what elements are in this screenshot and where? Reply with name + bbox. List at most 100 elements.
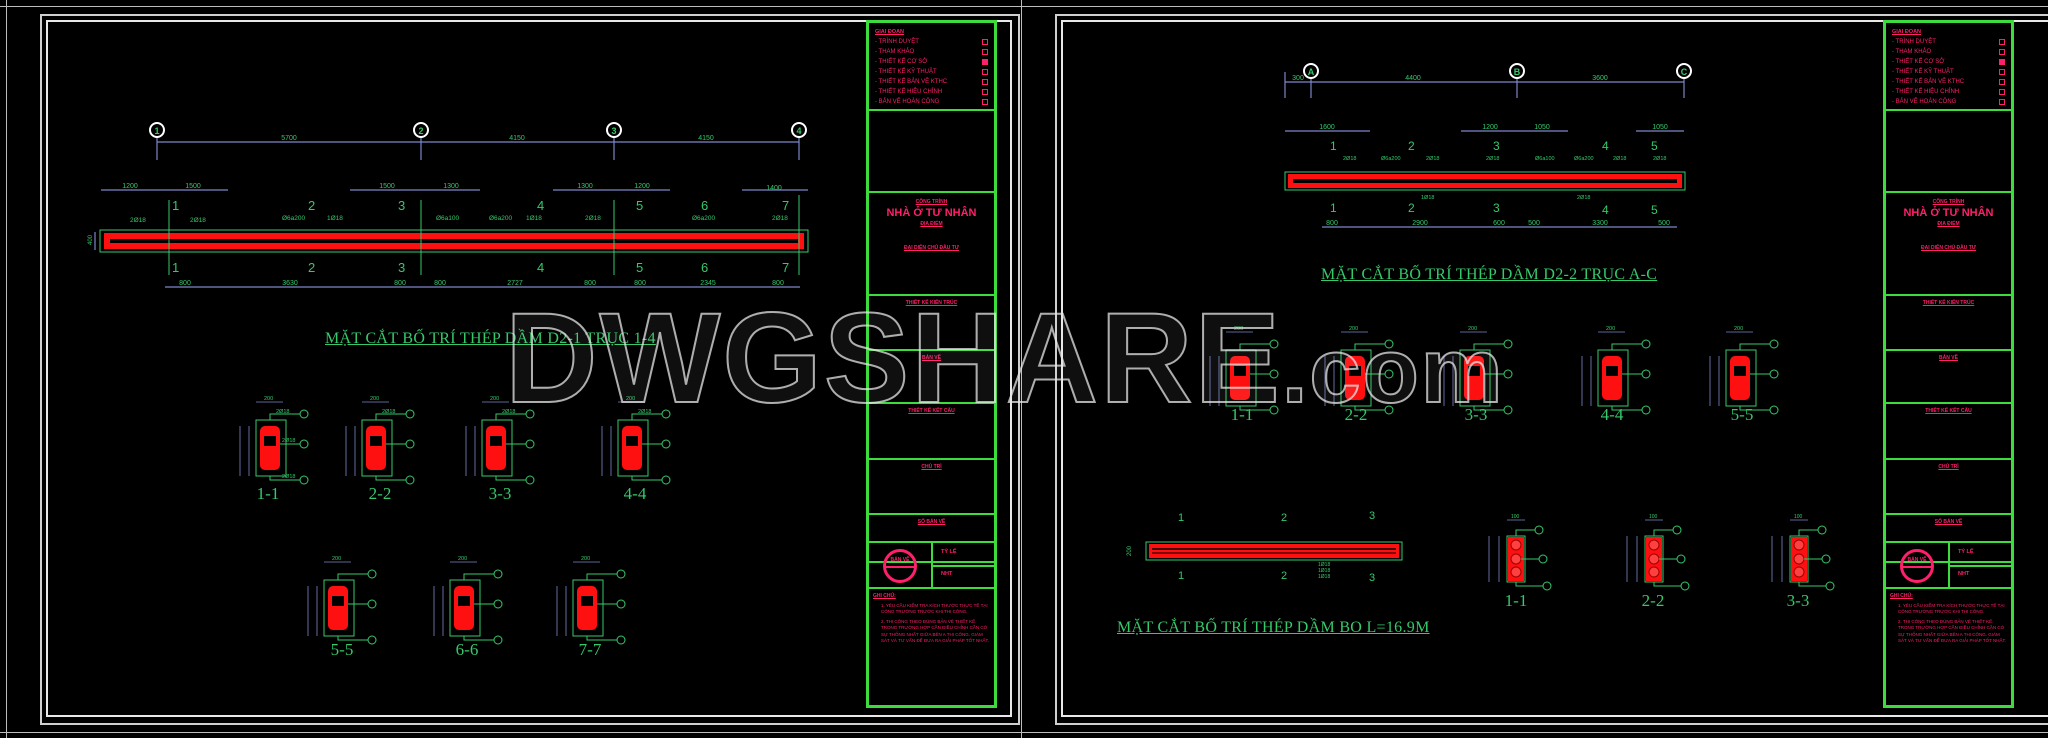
checkbox-icon[interactable] <box>1999 79 2005 85</box>
section-bot-rebar: 2Ø18 <box>282 474 295 480</box>
bottom-dim: 800 <box>634 280 646 287</box>
note-item: 1. YÊU CẦU KIỂM TRA KÍCH THƯỚC THỰC TẾ T… <box>881 602 988 615</box>
stage-item[interactable]: - THIẾT KẾ KỸ THUẬT <box>875 67 988 77</box>
stage-item[interactable]: - TRÌNH DUYỆT <box>875 37 988 47</box>
checkbox-icon[interactable] <box>1999 89 2005 95</box>
axis-3-label: 3 <box>611 126 616 136</box>
section-top-rebar: 2Ø18 <box>502 409 515 415</box>
section-mark: 3 <box>1369 572 1375 584</box>
section-width: 200 <box>626 396 635 402</box>
notes-header: GHI CHÚ: <box>1890 593 1913 599</box>
stage-item[interactable]: - THAM KHẢO <box>875 47 988 57</box>
stage-item[interactable]: - TRÌNH DUYỆT <box>1892 37 2005 47</box>
rebar-label: 2Ø18 <box>190 217 206 224</box>
stage-item[interactable]: - THIẾT KẾ KỸ THUẬT <box>1892 67 2005 77</box>
drawing-stamp-icon: BẢN VẼ <box>1900 549 1934 583</box>
stage-item[interactable]: - THIẾT KẾ HIỆU CHỈNH <box>1892 87 2005 97</box>
checkbox-icon[interactable] <box>982 79 988 85</box>
section-label-5-5: 5-5 <box>330 640 354 659</box>
axis-c-label: C <box>1681 67 1688 77</box>
checkbox-icon[interactable] <box>1999 39 2005 45</box>
approved-label: CHỦ TRÌ <box>921 464 942 470</box>
stage-header: GIAI ĐOẠN <box>875 29 905 35</box>
section-mark: 2 <box>308 260 315 275</box>
tb-drawing-section: BẢN VẼ <box>869 351 994 404</box>
stage-item[interactable]: - BẢN VẼ HOÀN CÔNG <box>875 97 988 107</box>
section-mark: 3 <box>398 198 405 213</box>
checkbox-icon[interactable] <box>1999 69 2005 75</box>
span-dim: 4400 <box>1405 75 1421 82</box>
bottom-dim: 500 <box>1528 220 1540 227</box>
rebar-label: Ø6a200 <box>1381 156 1401 162</box>
stage-item[interactable]: - THIẾT KẾ CƠ SỞ <box>875 57 988 67</box>
sheet-left-outer-frame <box>40 14 1020 725</box>
tb-project-section: CÔNG TRÌNH NHÀ Ở TƯ NHÂN ĐỊA ĐIỂM ĐẠI DI… <box>869 193 994 296</box>
stage-item[interactable]: - BẢN VẼ HOÀN CÔNG <box>1892 97 2005 107</box>
section-mark: 3 <box>1493 201 1500 215</box>
checkbox-icon[interactable] <box>982 69 988 75</box>
location-label: ĐỊA ĐIỂM <box>1937 221 1960 227</box>
checkbox-icon[interactable] <box>982 39 988 45</box>
title-bo-beam: MẶT CẮT BỐ TRÍ THÉP DẦM BO L=16.9M <box>1117 619 1430 636</box>
section-mark: 6 <box>701 260 708 275</box>
stage-item[interactable]: - THAM KHẢO <box>1892 47 2005 57</box>
section-label-r-3-3: 3-3 <box>1464 405 1488 424</box>
rebar-label: 1Ø18 <box>1318 574 1330 580</box>
rebar-label: 2Ø18 <box>1343 156 1356 162</box>
section-mark: 4 <box>537 198 544 213</box>
rebar-label: 1Ø18 <box>1421 195 1434 201</box>
note-item: 2. THI CÔNG THEO ĐÚNG BẢN VẼ THIẾT KẾ. T… <box>881 618 990 644</box>
rebar-label: 2Ø18 <box>130 217 146 224</box>
checkbox-checked-icon[interactable] <box>982 59 988 65</box>
bottom-dim: 2727 <box>507 280 523 287</box>
bottom-dim: 2900 <box>1412 220 1428 227</box>
rebar-label: Ø6a100 <box>1535 156 1555 162</box>
stage-item[interactable]: - THIẾT KẾ HIỆU CHỈNH <box>875 87 988 97</box>
checkbox-icon[interactable] <box>1999 99 2005 105</box>
stage-item[interactable]: - THIẾT KẾ CƠ SỞ <box>1892 57 2005 67</box>
tb-drawing-section: BẢN VẼ <box>1886 351 2011 404</box>
checkbox-icon[interactable] <box>1999 49 2005 55</box>
checkbox-icon[interactable] <box>982 99 988 105</box>
cross-sections-d2-1: 200 2Ø18 2Ø18 2Ø18 200 2Ø18 200 2Ø18 200… <box>239 396 671 645</box>
scale-value: NHT <box>1958 571 1970 577</box>
top-dim: 1200 <box>122 183 138 190</box>
stage-item[interactable]: - THIẾT KẾ BẢN VẼ KTHC <box>1892 77 2005 87</box>
project-header: CÔNG TRÌNH <box>1932 199 1965 205</box>
drawing-label: BẢN VẼ <box>1939 355 1958 361</box>
section-mark: 1 <box>1178 570 1184 582</box>
section-mark: 1 <box>1178 512 1184 524</box>
sheet-divider-guide <box>1021 0 1022 738</box>
section-label-2-2: 2-2 <box>368 484 392 503</box>
checkbox-icon[interactable] <box>982 49 988 55</box>
section-mark: 2 <box>1408 201 1415 215</box>
rebar-label: Ø6a200 <box>1574 156 1594 162</box>
rebar-label: Ø6a100 <box>436 215 460 222</box>
bottom-dim: 800 <box>772 280 784 287</box>
scale-value: NHT <box>941 571 953 577</box>
rebar-label: Ø6a200 <box>692 215 716 222</box>
tb-notes: GHI CHÚ: 1. YÊU CẦU KIỂM TRA KÍCH THƯỚC … <box>873 593 990 645</box>
span-dim: 4150 <box>698 135 714 142</box>
checkbox-checked-icon[interactable] <box>1999 59 2005 65</box>
checkbox-icon[interactable] <box>982 89 988 95</box>
tb-stage-section: GIAI ĐOẠN - TRÌNH DUYỆT - THAM KHẢO - TH… <box>869 23 994 111</box>
bo-section-label-2-2: 2-2 <box>1641 591 1665 610</box>
top-dim: 1200 <box>1482 124 1498 131</box>
rebar-label: 2Ø18 <box>1577 195 1590 201</box>
bo-section-label-3-3: 3-3 <box>1786 591 1810 610</box>
section-mark: 5 <box>636 260 643 275</box>
stage-item[interactable]: - THIẾT KẾ BẢN VẼ KTHC <box>875 77 988 87</box>
outer-guide-left <box>6 0 7 738</box>
top-dim: 1300 <box>577 183 593 190</box>
bottom-dim: 3630 <box>282 280 298 287</box>
tb-blank-section <box>1886 111 2011 193</box>
section-label-4-4: 4-4 <box>623 484 647 503</box>
section-width: 200 <box>1349 326 1358 332</box>
bottom-dim: 800 <box>179 280 191 287</box>
rebar-label: Ø6a200 <box>489 215 513 222</box>
checker-label: THIẾT KẾ KẾT CẤU <box>1925 408 1972 414</box>
section-mark: 3 <box>398 260 405 275</box>
section-mark: 4 <box>1602 139 1609 153</box>
